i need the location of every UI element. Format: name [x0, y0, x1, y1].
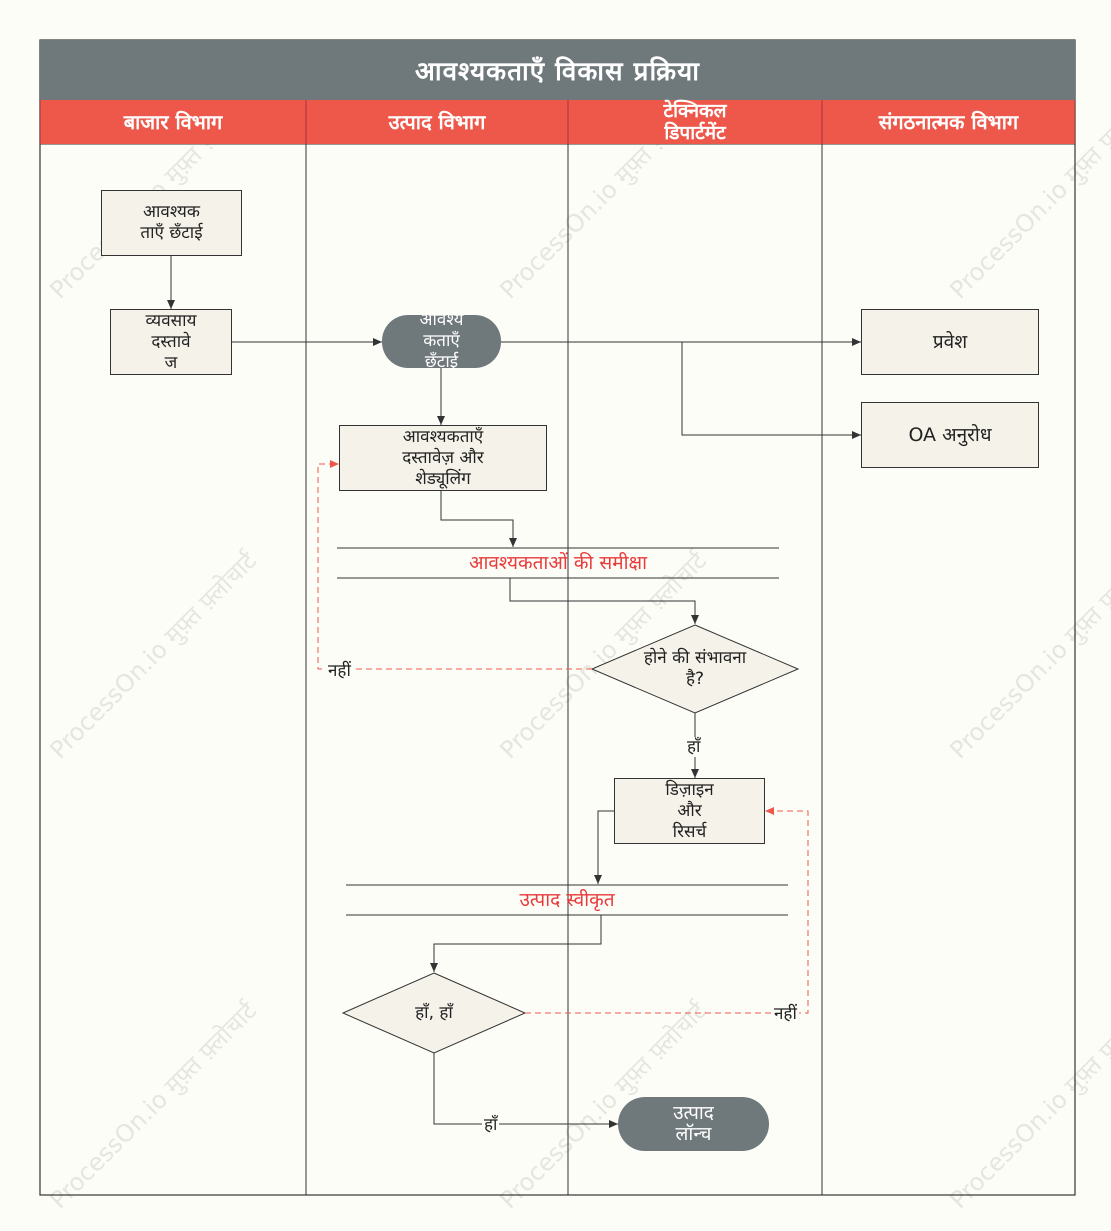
edge-label-yes-1: हाँ	[685, 737, 703, 757]
node-req-sorting[interactable]: आवश्यक ताएँ छँटाई	[101, 190, 242, 256]
lane-header-technical: टेक्निकल डिपार्टमेंट	[568, 100, 822, 144]
lane-header-product: उत्पाद विभाग	[306, 100, 568, 144]
node-product-launch[interactable]: उत्पाद लॉन्च	[618, 1097, 769, 1151]
node-feasibility-label[interactable]: होने की संभावना है?	[643, 648, 747, 689]
node-business-doc[interactable]: व्यवसाय दस्तावे ज	[110, 309, 232, 375]
edge-label-no-2: नहीं	[772, 1004, 799, 1024]
edge-label-no-1: नहीं	[326, 661, 353, 681]
node-yes-yes-label[interactable]: हाँ, हाँ	[415, 1002, 453, 1023]
edge-design-to-accept	[594, 810, 614, 884]
sync-bar-product-accept: उत्पाद स्वीकृत	[519, 889, 615, 911]
node-req-doc-scheduling[interactable]: आवश्यकताएँ दस्तावेज़ और शेड्यूलिंग	[339, 425, 547, 491]
node-entry[interactable]: प्रवेश	[861, 309, 1039, 375]
edge-sorting2-to-oa	[681, 342, 861, 439]
edge-yesyes-no	[525, 807, 809, 1014]
edge-accept-to-yesyes	[430, 915, 602, 972]
diagram-title: आवश्यकताएँ विकास प्रक्रिया	[40, 40, 1075, 100]
sync-bar-req-review: आवश्यकताओं की समीक्षा	[468, 552, 648, 574]
edge-label-yes-2: हाँ	[482, 1115, 500, 1135]
edge-review-to-feasibility	[509, 578, 699, 624]
edge-yesyes-to-launch	[433, 1053, 618, 1128]
lane-header-organization: संगठनात्मक विभाग	[822, 100, 1075, 144]
edge-reqdoc-to-review	[440, 491, 517, 547]
node-design-research[interactable]: डिज़ाइन और रिसर्च	[614, 778, 765, 844]
lane-header-market: बाजार विभाग	[40, 100, 306, 144]
node-oa-request[interactable]: OA अनुरोध	[861, 402, 1039, 468]
node-req-sorting-terminal[interactable]: आवश्य कताएँ छँटाई	[382, 315, 501, 368]
